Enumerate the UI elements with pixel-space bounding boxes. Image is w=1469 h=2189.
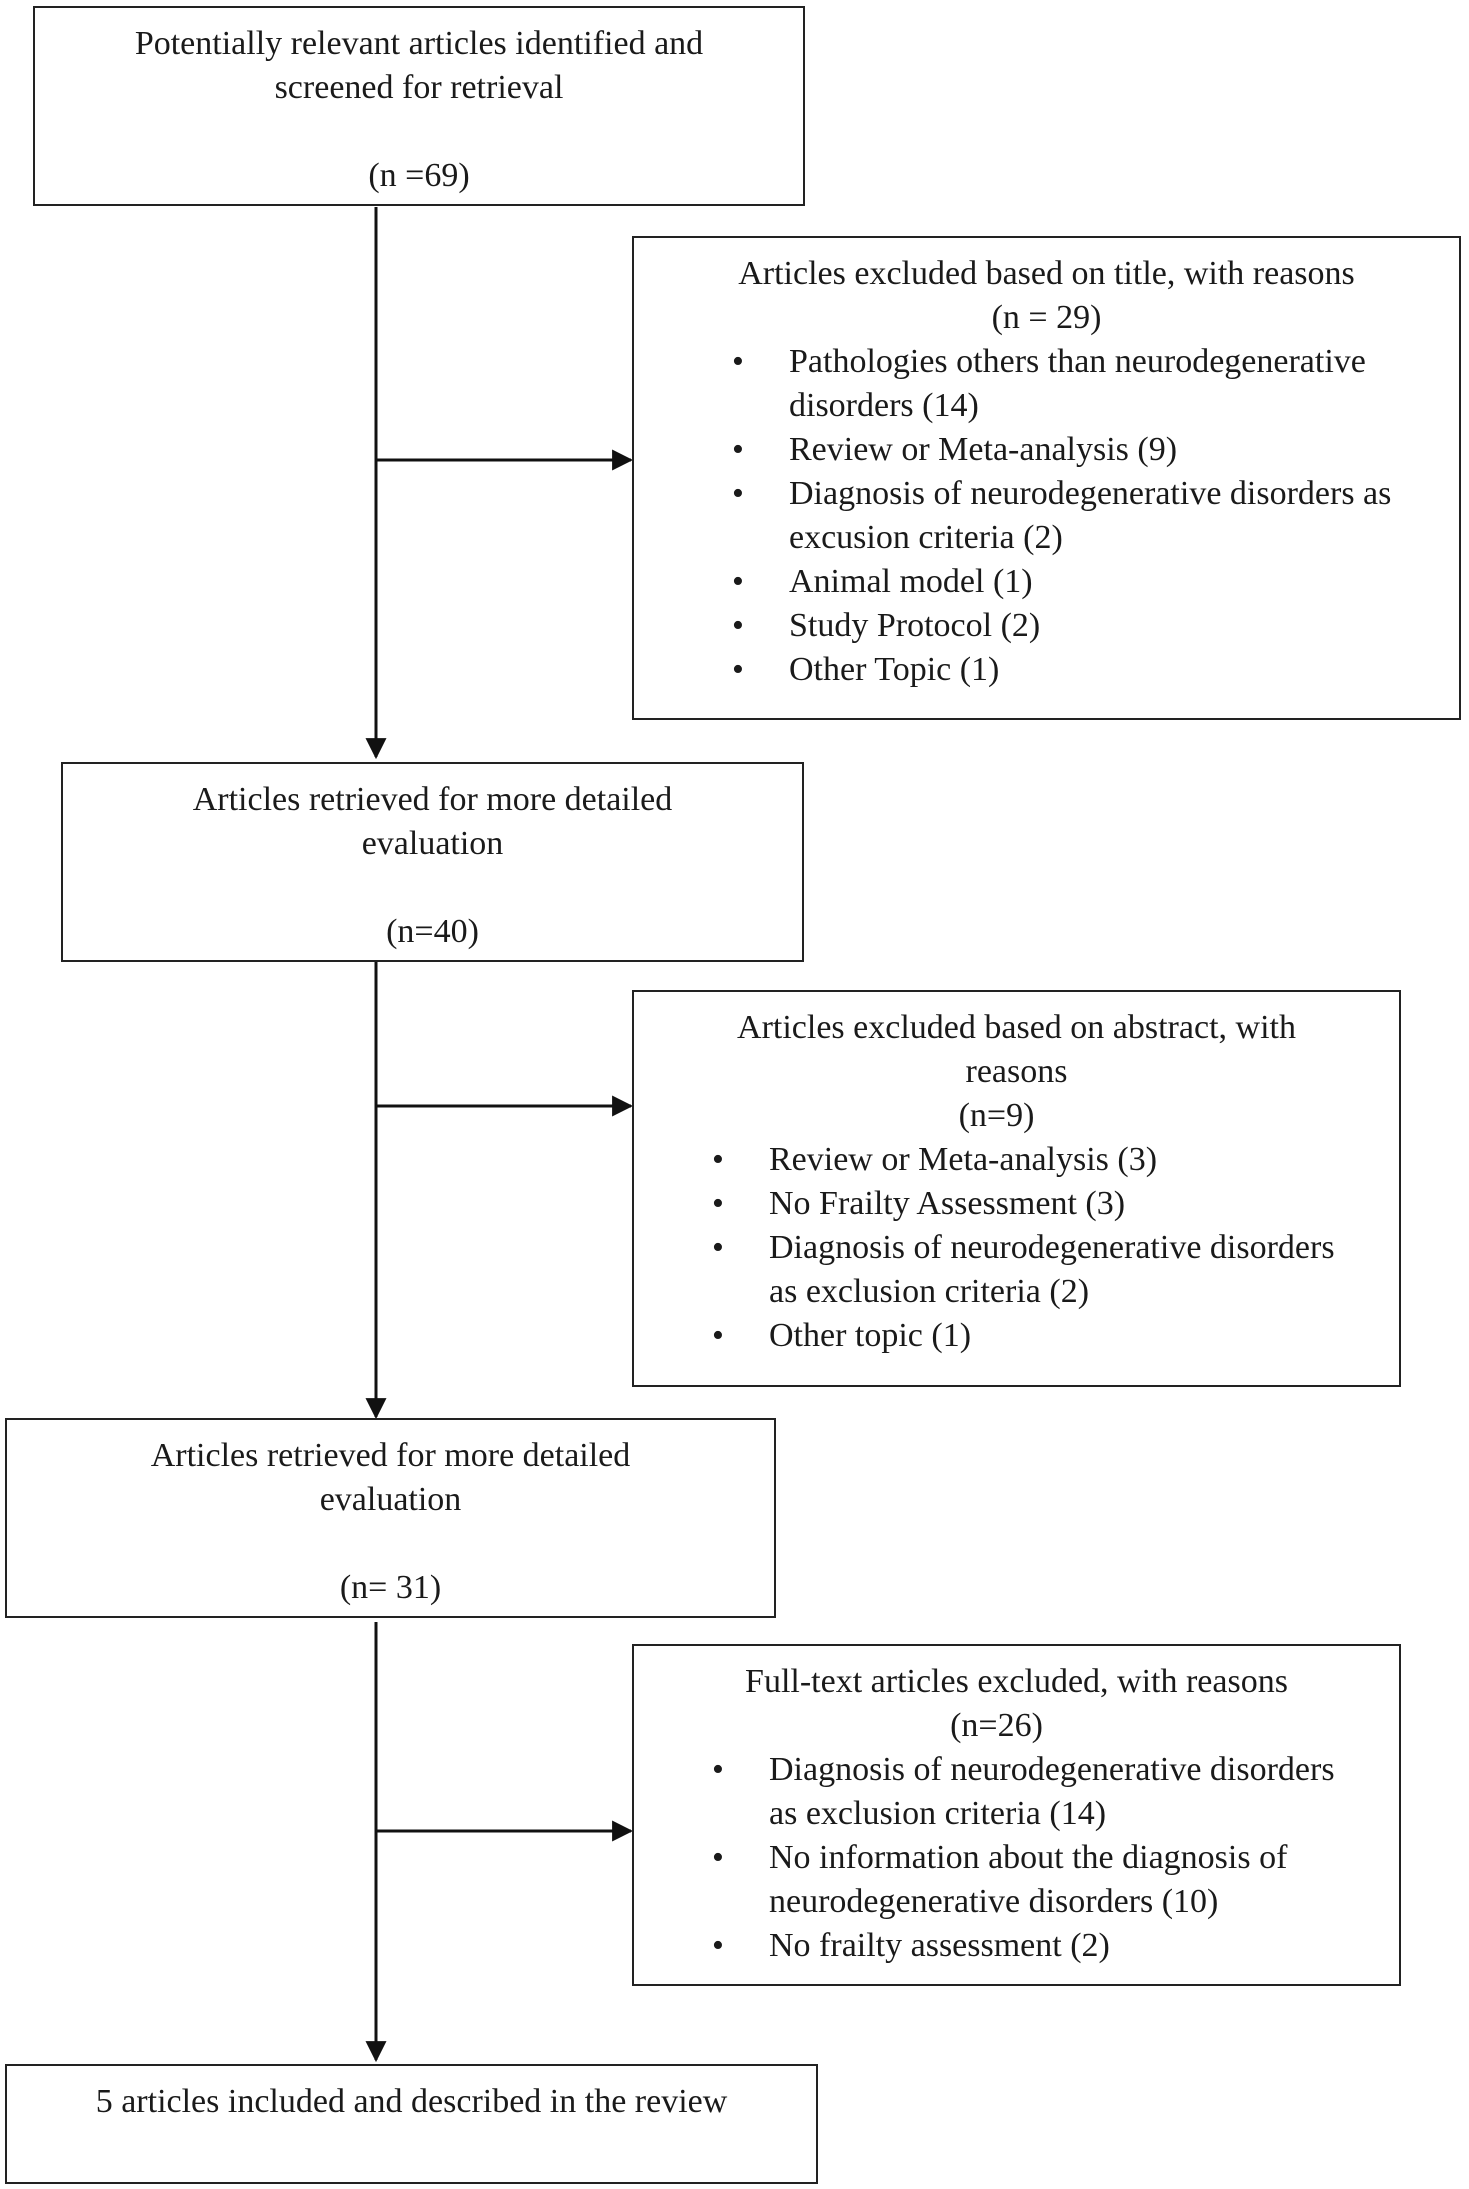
list-item: Review or Meta-analysis (3) (624, 1138, 1359, 1182)
list-item: Other Topic (1) (644, 648, 1449, 692)
identified-box: Potentially relevant articles identified… (33, 6, 805, 206)
excluded-title-box: Articles excluded based on title, with r… (632, 236, 1461, 720)
excluded-fulltext-reasons: Diagnosis of neurodegenerative disorders… (624, 1748, 1359, 1968)
identified-count: (n =69) (368, 157, 470, 194)
list-item: Study Protocol (2) (644, 604, 1449, 648)
list-item: No frailty assessment (2) (624, 1924, 1359, 1968)
excluded-title-count: (n = 29) (991, 299, 1102, 336)
list-item: No information about the diagnosis of ne… (624, 1836, 1359, 1924)
retrieved-box-2: Articles retrieved for more detailed eva… (5, 1418, 776, 1618)
list-item: Animal model (1) (644, 560, 1449, 604)
excluded-abstract-box: Articles excluded based on abstract, wit… (632, 990, 1401, 1387)
excluded-fulltext-box: Full-text articles excluded, with reason… (632, 1644, 1401, 1986)
list-item: Diagnosis of neurodegenerative disorders… (624, 1226, 1359, 1314)
list-item: Diagnosis of neurodegenerative disorders… (644, 472, 1449, 560)
list-item: No Frailty Assessment (3) (624, 1182, 1359, 1226)
included-title: 5 articles included and described in the… (95, 2083, 728, 2120)
excluded-fulltext-count: (n=26) (950, 1707, 1043, 1744)
identified-title: Potentially relevant articles identified… (134, 25, 704, 106)
excluded-abstract-count: (n=9) (958, 1097, 1035, 1134)
excluded-title-reasons: Pathologies others than neurodegenerativ… (644, 340, 1449, 692)
list-item: Pathologies others than neurodegenerativ… (644, 340, 1449, 428)
retrieved-1-count: (n=40) (386, 913, 479, 950)
excluded-abstract-reasons: Review or Meta-analysis (3) No Frailty A… (624, 1138, 1359, 1358)
list-item: Diagnosis of neurodegenerative disorders… (624, 1748, 1359, 1836)
excluded-abstract-heading: Articles excluded based on abstract, wit… (737, 1009, 1296, 1090)
retrieved-box-1: Articles retrieved for more detailed eva… (61, 762, 804, 962)
retrieved-2-count: (n= 31) (339, 1569, 442, 1606)
retrieved-1-title: Articles retrieved for more detailed eva… (192, 781, 673, 862)
retrieved-2-title: Articles retrieved for more detailed eva… (150, 1437, 631, 1518)
included-box: 5 articles included and described in the… (5, 2064, 818, 2184)
list-item: Other topic (1) (624, 1314, 1359, 1358)
excluded-fulltext-heading: Full-text articles excluded, with reason… (745, 1663, 1288, 1700)
excluded-title-heading: Articles excluded based on title, with r… (738, 255, 1355, 292)
list-item: Review or Meta-analysis (9) (644, 428, 1449, 472)
